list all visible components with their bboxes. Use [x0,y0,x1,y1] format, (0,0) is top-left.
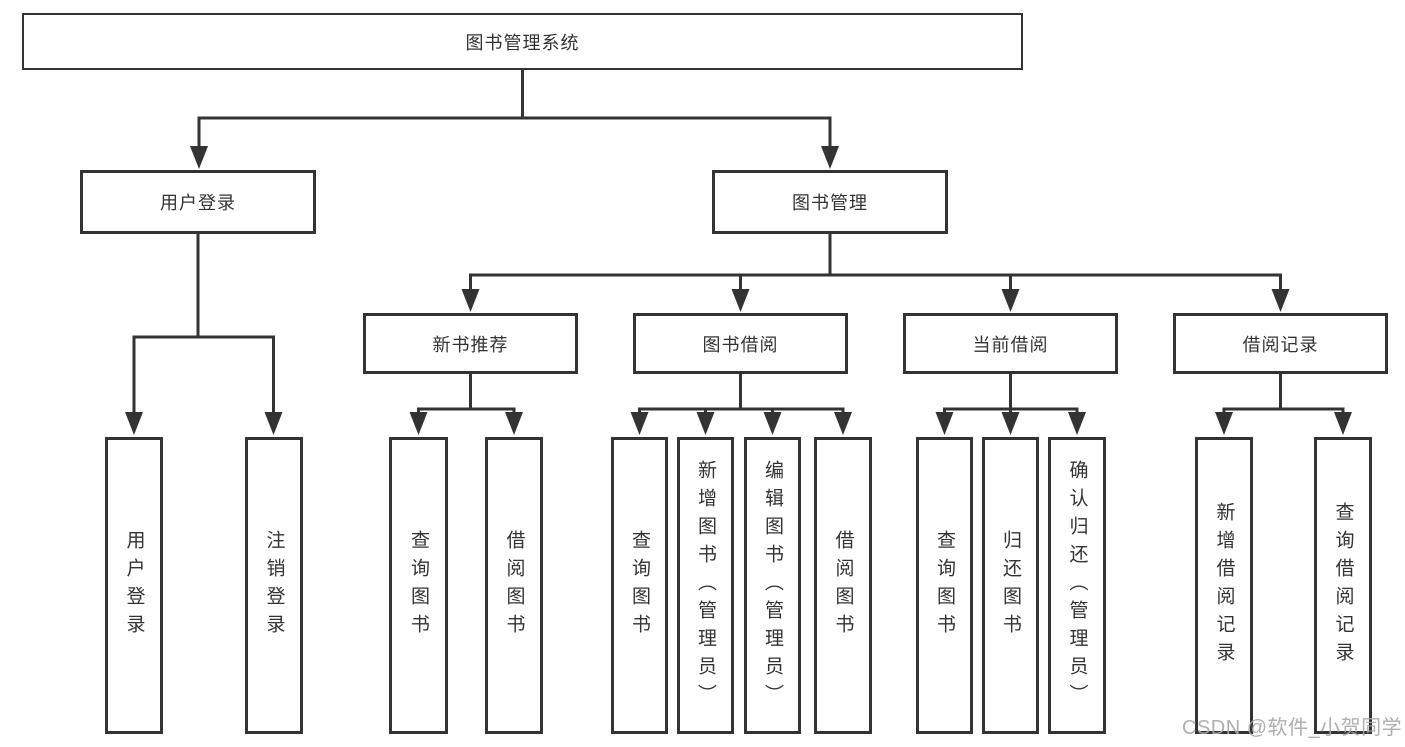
node-library-management-system: 图书管理系统 [22,13,1023,70]
leaf-borrowing-edit-books-admin: 编辑图书（管理员） [744,437,801,734]
leaf-current-confirm-return-admin: 确认归还（管理员） [1048,437,1106,734]
node-new-book-recommend: 新书推荐 [363,313,578,374]
leaf-borrowing-borrow-books: 借阅图书 [814,437,872,734]
node-book-borrowing: 图书借阅 [633,313,848,374]
leaf-current-return-books: 归还图书 [982,437,1039,734]
leaf-records-query-record: 查询借阅记录 [1314,437,1372,734]
leaf-borrowing-add-books-admin: 新增图书（管理员） [677,437,734,734]
arrowhead-icons [125,146,1352,435]
node-current-borrowing: 当前借阅 [903,313,1118,374]
node-user-login: 用户登录 [80,170,316,234]
watermark-text: CSDN @软件_小贺同学 [1182,717,1403,739]
node-book-management: 图书管理 [712,170,948,234]
leaf-user-login: 用户登录 [105,437,163,734]
leaf-records-add-record: 新增借阅记录 [1195,437,1253,734]
node-borrow-records: 借阅记录 [1173,313,1388,374]
leaf-newrec-borrow-books: 借阅图书 [485,437,543,734]
leaf-logout: 注销登录 [245,437,303,734]
leaf-newrec-query-books: 查询图书 [389,437,448,734]
leaf-borrowing-query-books: 查询图书 [611,437,668,734]
leaf-current-query-books: 查询图书 [916,437,973,734]
